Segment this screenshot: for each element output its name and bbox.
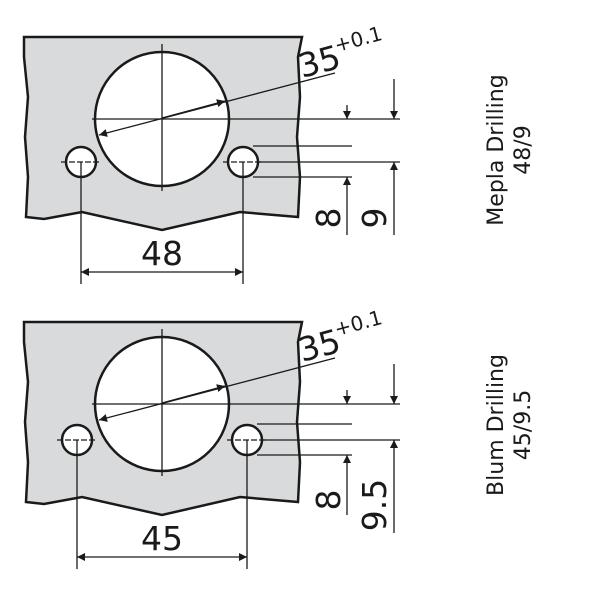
diameter-arrow xyxy=(161,99,226,119)
blum-diagram: 35 +0.1 45 8 9.5 Blum Drilling 45/9.5 xyxy=(22,305,536,569)
dim-b-value: 9 xyxy=(355,208,394,229)
diameter-tolerance: +0.1 xyxy=(332,305,385,341)
dim-b-value: 9.5 xyxy=(355,479,394,531)
mepla-diagram: 35 +0.1 48 8 9 Mepla Drilling 48/9 xyxy=(22,21,536,284)
mepla-plate-drawing xyxy=(22,35,400,284)
hole-spacing-value: 48 xyxy=(141,234,183,273)
hole-spacing-value: 45 xyxy=(141,519,183,558)
diagram-subtitle: 45/9.5 xyxy=(511,390,536,460)
diameter-tolerance: +0.1 xyxy=(332,21,385,57)
dim-a-value: 8 xyxy=(309,490,348,511)
diagram-subtitle: 48/9 xyxy=(511,125,536,174)
blum-plate-drawing xyxy=(22,320,400,569)
diameter-arrow xyxy=(161,384,226,404)
diagram-title: Mepla Drilling xyxy=(484,74,509,225)
diagram-title: Blum Drilling xyxy=(484,354,509,496)
dim-a-value: 8 xyxy=(309,208,348,229)
